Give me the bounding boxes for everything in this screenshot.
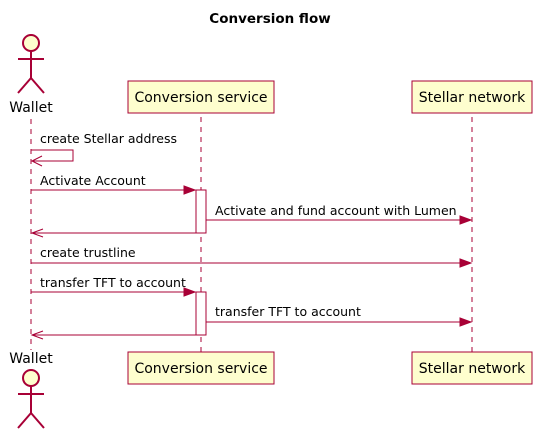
stellar-network-label-bottom: Stellar network	[419, 361, 526, 377]
conversion-service-box-top: Conversion service	[127, 80, 275, 114]
conversion-activation-1	[195, 189, 207, 234]
actor-icon	[17, 34, 45, 94]
message-create-stellar-address: create Stellar address	[30, 131, 177, 167]
message-return-wallet-1	[30, 228, 196, 238]
message-label: transfer TFT to account	[215, 304, 361, 319]
wallet-actor-bottom: Wallet	[9, 351, 53, 429]
message-transfer-tft-stellar: transfer TFT to account	[206, 304, 473, 327]
stellar-network-box-bottom: Stellar network	[411, 351, 533, 385]
diagram-title: Conversion flow	[209, 11, 330, 27]
wallet-actor-top: Wallet	[9, 34, 53, 116]
message-label: transfer TFT to account	[40, 275, 186, 290]
message-transfer-tft-wallet: transfer TFT to account	[31, 275, 197, 297]
message-label: create trustline	[40, 245, 136, 260]
actor-icon	[17, 369, 45, 429]
stellar-network-box-top: Stellar network	[411, 80, 533, 114]
conversion-activation-2	[195, 291, 207, 336]
message-activate-and-fund: Activate and fund account with Lumen	[206, 203, 473, 225]
stellar-network-label-top: Stellar network	[419, 90, 526, 106]
conversion-service-label-bottom: Conversion service	[134, 361, 267, 377]
conversion-service-box-bottom: Conversion service	[127, 351, 275, 385]
message-label: Activate and fund account with Lumen	[215, 203, 457, 218]
message-return-wallet-2	[30, 330, 196, 340]
message-create-trustline: create trustline	[31, 245, 473, 268]
message-activate-account: Activate Account	[31, 173, 197, 195]
message-label: create Stellar address	[40, 131, 177, 146]
message-label: Activate Account	[40, 173, 146, 188]
wallet-label-top: Wallet	[9, 100, 53, 116]
conversion-service-label-top: Conversion service	[134, 90, 267, 106]
wallet-label-bottom: Wallet	[9, 351, 53, 367]
